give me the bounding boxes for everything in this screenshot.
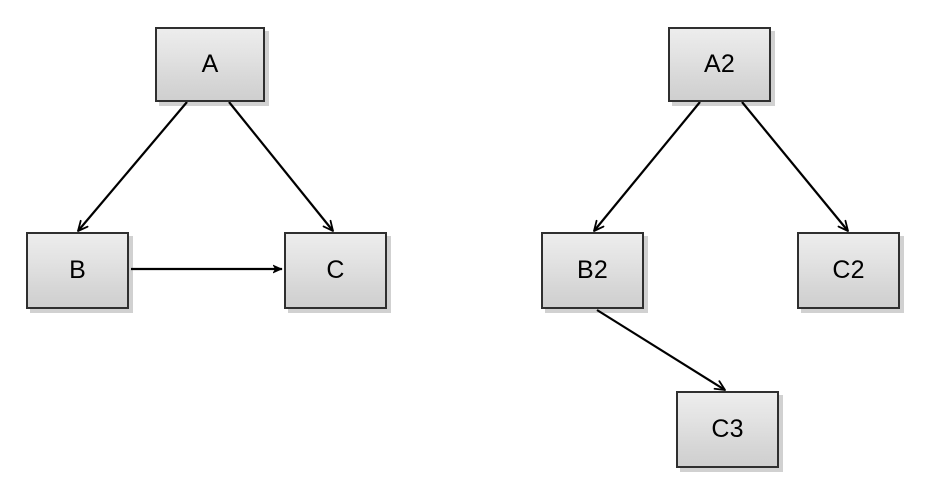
node-label: A2	[704, 50, 735, 78]
node-label: C2	[832, 256, 865, 284]
node-c3[interactable]: C3	[676, 391, 779, 468]
node-b2[interactable]: B2	[541, 232, 644, 309]
node-c[interactable]: C	[284, 232, 387, 309]
edge-a2-to-c2[interactable]	[741, 101, 849, 232]
node-b[interactable]: B	[26, 232, 129, 309]
node-label: C	[326, 256, 345, 284]
node-a[interactable]: A	[155, 27, 265, 102]
edge-a-to-c[interactable]	[228, 101, 334, 232]
node-label: C3	[711, 415, 744, 443]
edge-a2-to-b2[interactable]	[593, 101, 701, 232]
node-c2[interactable]: C2	[797, 232, 900, 309]
node-label: B	[69, 256, 86, 284]
edge-a-to-b[interactable]	[77, 101, 188, 232]
edge-b2-to-c3[interactable]	[596, 309, 726, 391]
node-label: B2	[577, 256, 608, 284]
node-label: A	[201, 50, 219, 78]
node-a2[interactable]: A2	[668, 27, 771, 102]
